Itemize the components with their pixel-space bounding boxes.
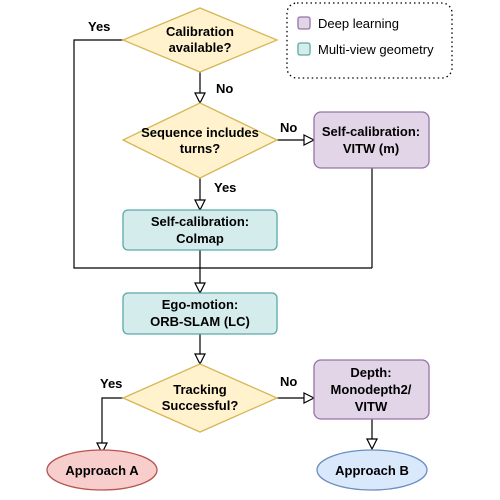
tracking-line-2: Successful? [162,398,239,413]
legend-deep-learning: Deep learning [318,16,399,31]
calibration-decision [121,7,279,73]
label-calibration-no: No [216,81,233,96]
tracking-line-1: Tracking [173,382,227,397]
approach-b-label: Approach B [335,463,409,478]
calibration-line-2: available? [169,40,232,55]
legend-multi-view: Multi-view geometry [318,42,434,57]
edge-calibration-yes [73,39,372,269]
ego-motion-line-1: Ego-motion: [162,297,239,312]
legend-box [286,2,453,79]
selfcal-vitw-box [313,111,430,169]
tracking-decision [121,363,279,433]
label-sequence-no: No [280,120,297,135]
depth-line-2: Monodepth2/ [331,382,412,397]
label-tracking-yes: Yes [100,376,122,391]
label-calibration-yes: Yes [88,19,110,34]
ego-motion-line-2: ORB-SLAM (LC) [150,314,250,329]
sequence-line-1: Sequence includes [141,125,259,140]
selfcal-vitw-line-1: Self-calibration: [322,124,420,139]
depth-line-1: Depth: [350,365,391,380]
label-tracking-no: No [280,374,297,389]
selfcal-colmap-line-1: Self-calibration: [151,214,249,229]
depth-box [313,359,430,420]
deep-learning-swatch [297,16,311,30]
edge-tracking-yes [102,397,123,452]
sequence-decision [121,102,279,179]
selfcal-colmap-line-2: Colmap [176,231,224,246]
multi-view-swatch [297,42,311,56]
approach-a-ellipse [46,449,158,491]
calibration-line-1: Calibration [166,24,234,39]
depth-line-3: VITW [355,399,388,414]
sequence-line-2: turns? [180,141,221,156]
approach-a-label: Approach A [65,463,139,478]
approach-b-ellipse [316,449,428,491]
selfcal-colmap-box [122,209,278,251]
selfcal-vitw-line-2: VITW (m) [343,141,399,156]
label-sequence-yes: Yes [214,180,236,195]
ego-motion-box [122,292,278,335]
